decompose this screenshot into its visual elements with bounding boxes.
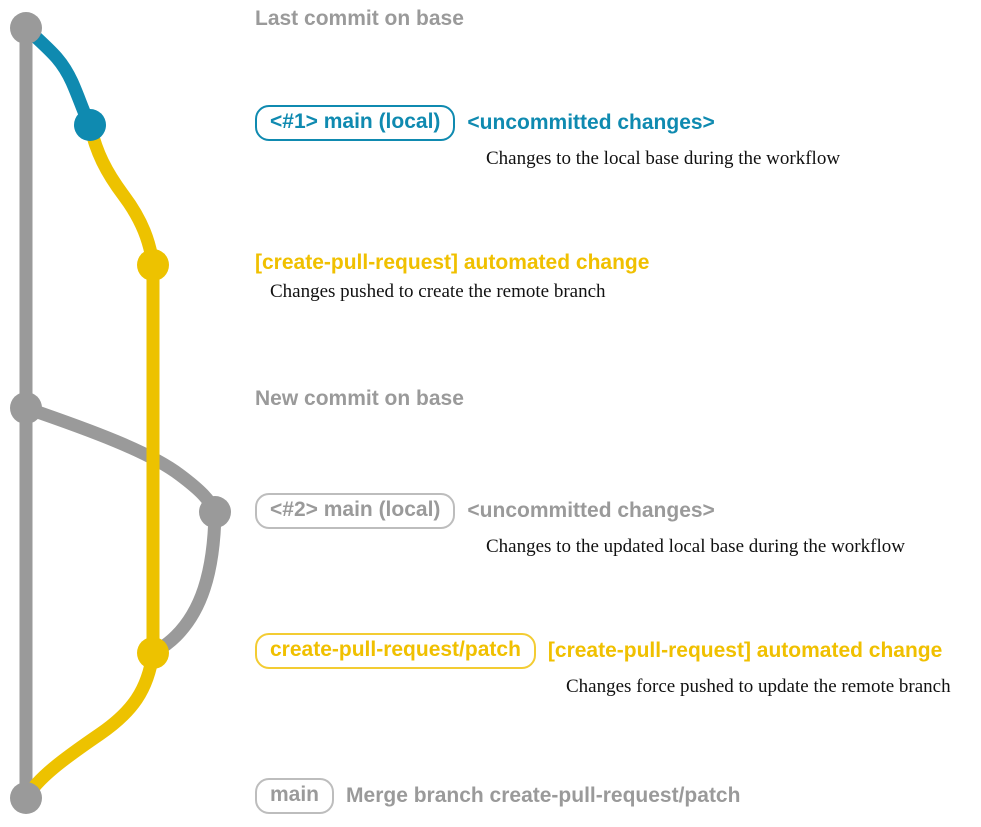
- edge-auto2-to-merge: [19, 646, 160, 805]
- commit-note: Changes to the local base during the wor…: [486, 148, 841, 170]
- node-merge-commit: [10, 782, 42, 814]
- commit-row-local-2: <#2> main (local) <uncommitted changes> …: [255, 493, 905, 558]
- commit-subject: New commit on base: [255, 387, 464, 410]
- commit-subject: [create-pull-request] automated change: [255, 251, 650, 274]
- commit-row-last-commit-on-base: Last commit on base: [255, 7, 464, 31]
- commit-row-local-1: <#1> main (local) <uncommitted changes> …: [255, 105, 840, 170]
- ref-badge-local-2[interactable]: <#2> main (local): [255, 493, 456, 530]
- commit-headline: <#1> main (local) <uncommitted changes>: [255, 105, 840, 142]
- node-automated-change-2: [137, 637, 169, 669]
- node-automated-change-1: [137, 249, 169, 281]
- node-local-2: [199, 496, 231, 528]
- edge-local1-to-auto1: [83, 118, 160, 272]
- commit-subject: <uncommitted changes>: [467, 111, 715, 134]
- branch-graph-svg: [10, 12, 231, 814]
- node-new-commit-on-base: [10, 392, 42, 424]
- ref-badge-local-1[interactable]: <#1> main (local): [255, 105, 456, 142]
- commit-subject: Merge branch create-pull-request/patch: [346, 784, 741, 807]
- ref-badge-main[interactable]: main: [255, 778, 335, 815]
- commit-note: Changes pushed to create the remote bran…: [270, 281, 606, 303]
- node-local-1: [74, 109, 106, 141]
- commit-subject: [create-pull-request] automated change: [547, 639, 943, 662]
- commit-note: Changes to the updated local base during…: [486, 536, 905, 558]
- commit-note: Changes force pushed to update the remot…: [566, 676, 951, 698]
- commit-subject: <uncommitted changes>: [467, 499, 715, 522]
- commit-subject: Last commit on base: [255, 7, 464, 30]
- edge-base-to-local2: [19, 401, 222, 519]
- edge-local2-to-patch: [146, 505, 222, 660]
- commit-row-automated-change-1: [create-pull-request] automated change C…: [255, 251, 649, 303]
- commit-headline: create-pull-request/patch [create-pull-r…: [255, 633, 951, 670]
- commit-row-automated-change-2: create-pull-request/patch [create-pull-r…: [255, 633, 951, 698]
- ref-badge-create-pull-request-patch[interactable]: create-pull-request/patch: [255, 633, 536, 670]
- edge-base-to-local1: [19, 21, 97, 132]
- commit-headline: Last commit on base: [255, 7, 464, 31]
- node-last-commit-on-base: [10, 12, 42, 44]
- commit-row-new-commit-on-base: New commit on base: [255, 387, 464, 411]
- commit-row-merge-commit: main Merge branch create-pull-request/pa…: [255, 778, 741, 815]
- commit-headline: main Merge branch create-pull-request/pa…: [255, 778, 741, 815]
- commit-nodes: [10, 12, 231, 814]
- commit-headline: <#2> main (local) <uncommitted changes>: [255, 493, 905, 530]
- commit-headline: [create-pull-request] automated change: [255, 251, 649, 275]
- commit-headline: New commit on base: [255, 387, 464, 411]
